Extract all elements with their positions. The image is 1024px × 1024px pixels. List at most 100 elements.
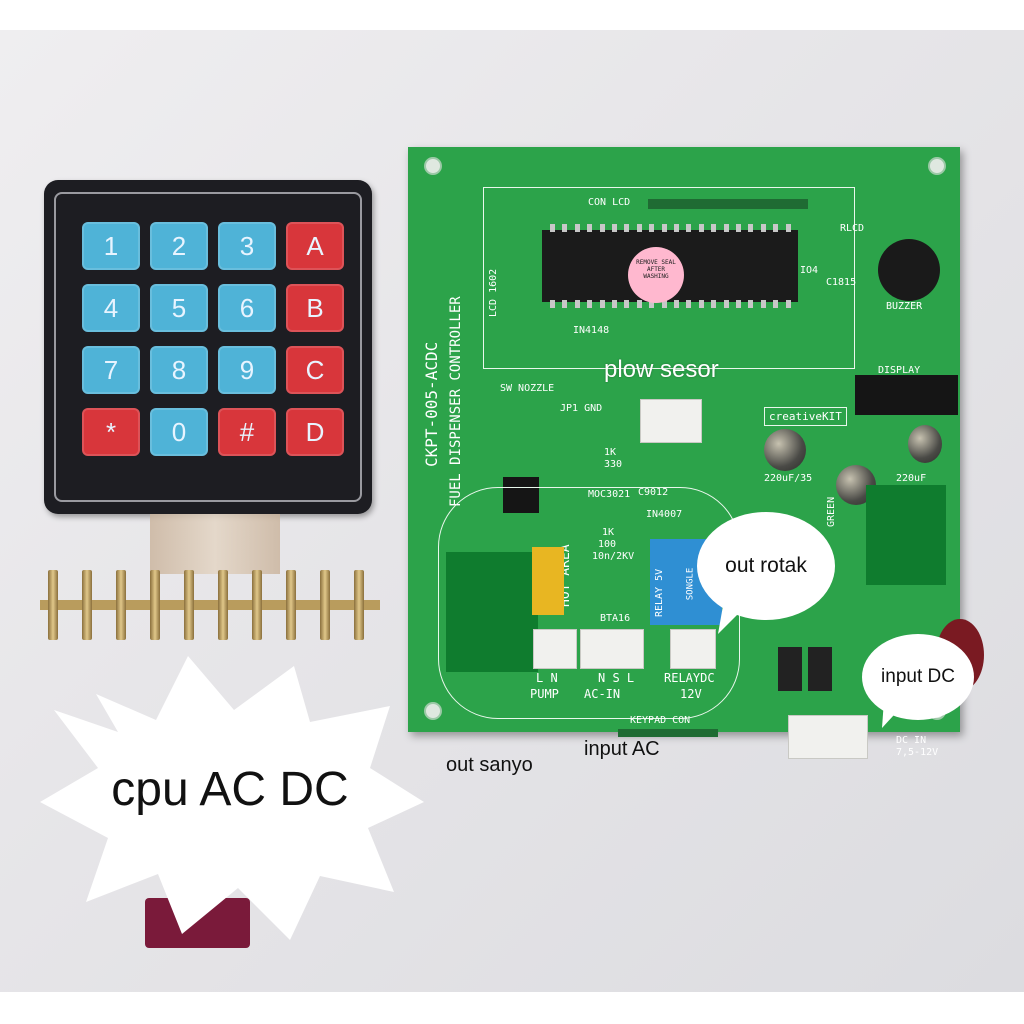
diode-block: [778, 647, 802, 691]
crimp-terminal-strip: [40, 600, 380, 610]
cap2-label: 220uF: [896, 473, 927, 484]
regulator-heatsink: [866, 485, 946, 585]
relay5v-label: RELAY 5V: [654, 568, 665, 617]
board-subtitle: FUEL DISPENSER CONTROLLER: [448, 296, 464, 507]
chip-pin: [649, 224, 655, 232]
keypad-key[interactable]: 2: [150, 222, 208, 270]
chip-pin: [636, 300, 642, 308]
keypad-header: [618, 729, 718, 737]
ac-in-connector: [580, 629, 644, 669]
chip-pin: [649, 300, 655, 308]
chip-pin: [723, 224, 729, 232]
capacitor: [908, 425, 942, 463]
chip-pin: [624, 300, 630, 308]
chip-pin: [785, 224, 791, 232]
r330-label: 330: [604, 459, 623, 470]
out-sanyo-annotation: out sanyo: [446, 754, 533, 776]
keypad-key[interactable]: *: [82, 408, 140, 456]
chip-pin: [686, 224, 692, 232]
crimp-terminal: [116, 570, 126, 640]
chip-pin: [773, 300, 779, 308]
optocoupler-chip: [503, 477, 539, 513]
keypad-key[interactable]: B: [286, 284, 344, 332]
jp1-gnd-label: JP1 GND: [560, 403, 603, 414]
input-dc-bubble: input DC: [862, 634, 974, 720]
c10n-label: 10n/2KV: [592, 551, 635, 562]
board-title: CKPT-005-ACDC: [422, 341, 441, 467]
keypad-key[interactable]: 5: [150, 284, 208, 332]
keypad-key[interactable]: 1: [82, 222, 140, 270]
chip-pin: [574, 224, 580, 232]
chip-pin: [760, 224, 766, 232]
crimp-terminal: [184, 570, 194, 640]
con-lcd-label: CON LCD: [588, 197, 631, 208]
keypad-key[interactable]: #: [218, 408, 276, 456]
chip-pin: [760, 300, 766, 308]
cpu-ac-dc-annotation: cpu AC DC: [111, 763, 349, 816]
triac-heatsink: [446, 552, 538, 672]
chip-pin: [624, 224, 630, 232]
keypad-key[interactable]: C: [286, 346, 344, 394]
flow-sensor-connector: [640, 399, 702, 443]
bta16-label: BTA16: [600, 613, 631, 624]
keypad-key[interactable]: 3: [218, 222, 276, 270]
creative-label: creativeKIT: [764, 407, 847, 426]
chip-pin: [562, 300, 568, 308]
fuel-dispenser-controller-board: CON LCD RLCD CKPT-005-ACDC FUEL DISPENSE…: [408, 147, 984, 759]
c1815-label: C1815: [826, 277, 857, 288]
keypad-key[interactable]: 7: [82, 346, 140, 394]
ln-label: L N: [536, 671, 558, 685]
crimp-terminal: [218, 570, 228, 640]
ac-in-label: AC-IN: [584, 687, 621, 701]
keypad-ribbon-cable: [150, 514, 280, 574]
pump-label: PUMP: [530, 687, 559, 701]
seal-sticker-text: REMOVE SEAL AFTER WASHING: [636, 259, 676, 280]
chip-pin: [748, 224, 754, 232]
keypad-key[interactable]: 9: [218, 346, 276, 394]
chip-pin: [599, 224, 605, 232]
keypad-key[interactable]: A: [286, 222, 344, 270]
crimp-terminal: [354, 570, 364, 640]
r100-label: 100: [598, 539, 617, 550]
io4-label: IO4: [800, 265, 819, 276]
display-label: DISPLAY: [878, 365, 921, 376]
in4007-label: IN4007: [646, 509, 683, 520]
buzzer: [878, 239, 940, 301]
mounting-hole: [928, 157, 946, 175]
out-rotak-bubble: out rotak: [697, 512, 835, 620]
lcd-outline: [483, 187, 855, 369]
keypad-key[interactable]: 8: [150, 346, 208, 394]
capacitor-box: [532, 547, 564, 615]
dc-range-label: 7,5-12V: [896, 747, 939, 758]
r1k-label: 1K: [604, 447, 617, 458]
cpu-ac-dc-starburst: [40, 656, 424, 940]
keypad-key[interactable]: 0: [150, 408, 208, 456]
chip-pin: [587, 224, 593, 232]
input-ac-annotation: input AC: [584, 738, 660, 760]
relaydc-label: RELAYDC: [664, 671, 715, 685]
out-rotak-annotation: out rotak: [725, 554, 807, 577]
display-header: [855, 375, 958, 415]
chip-pin: [674, 300, 679, 308]
keypad-key[interactable]: 6: [218, 284, 276, 332]
in4148-label: IN4148: [573, 325, 610, 336]
chip-pin: [636, 224, 642, 232]
out-rotak-bubble-tail: [718, 600, 746, 634]
chip-pin: [711, 300, 717, 308]
crimp-terminal: [320, 570, 330, 640]
chip-pin: [698, 300, 704, 308]
chip-pin: [748, 300, 754, 308]
dc-in-label: DC IN: [896, 735, 927, 746]
crimp-terminal: [252, 570, 262, 640]
dc-in-connector: [788, 715, 868, 759]
pump-connector: [533, 629, 577, 669]
keypad-key[interactable]: D: [286, 408, 344, 456]
input-dc-annotation: input DC: [881, 666, 955, 687]
chip-pin: [550, 224, 555, 232]
crimp-terminal: [48, 570, 58, 640]
v12-label: 12V: [680, 687, 702, 701]
keypad-frame: [54, 192, 362, 502]
keypad-key[interactable]: 4: [82, 284, 140, 332]
